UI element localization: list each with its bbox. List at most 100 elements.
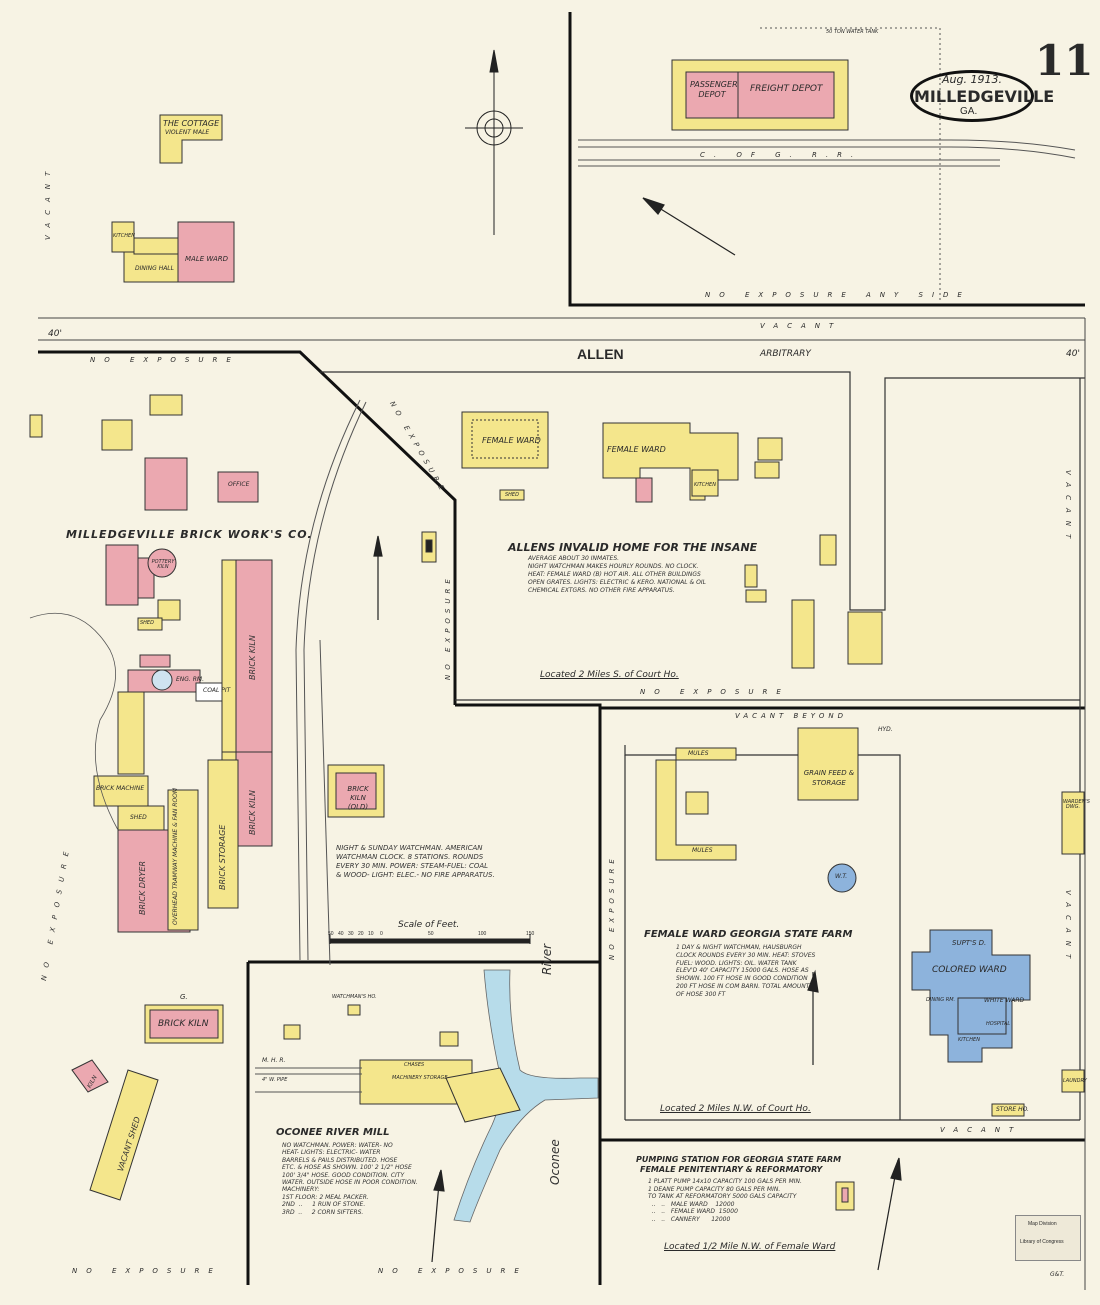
- bldg-brick-kiln-old: BRICK KILN (OLD): [347, 785, 369, 811]
- brickworks-watchman-notes: NIGHT & SUNDAY WATCHMAN. AMERICAN WATCHM…: [336, 844, 495, 879]
- label-no-exposure-bottom-2: NO EXPOSURE: [378, 1267, 528, 1275]
- brick-kilns-long: [117, 559, 273, 933]
- scale-tick-6: 50: [428, 931, 434, 937]
- scale-tick-2: 30: [348, 931, 354, 937]
- bldg-cottage-sub: VIOLENT MALE: [165, 129, 210, 136]
- bldg-brick-kiln-1: BRICK KILN: [248, 635, 257, 680]
- scale-label: Scale of Feet.: [398, 920, 460, 930]
- scale-tick-7: 100: [478, 931, 487, 937]
- bldg-female-ward-b: FEMALE WARD: [482, 436, 541, 445]
- label-no-exposure-allens: NO EXPOSURE: [640, 688, 790, 696]
- bldg-coal-pit: COAL PIT: [203, 687, 231, 694]
- label-vacant-beyond: VACANT BEYOND: [735, 712, 848, 720]
- bldg-dining-hall: DINING HALL: [135, 265, 174, 272]
- bldg-colored-ward: COLORED WARD: [932, 965, 1007, 975]
- bldg-dining-rm: DINING RM.: [926, 997, 956, 1003]
- allens-home-name: ALLENS INVALID HOME FOR THE INSANE: [508, 541, 758, 554]
- bldg-kitchen-allens: KITCHEN: [694, 482, 716, 488]
- kiln-and-shed-lower: [71, 1059, 159, 1201]
- bldg-mules-1: MULES: [688, 750, 709, 757]
- label-no-exposure-allens-left: NO EXPOSURE: [444, 574, 452, 680]
- street-width-right: 40': [1066, 349, 1080, 359]
- label-vacant-right-vertical: VACANT: [1064, 470, 1072, 547]
- old-kiln: [327, 764, 385, 818]
- label-vacant-top: VACANT: [760, 322, 843, 330]
- bldg-freight-depot: FREIGHT DEPOT: [750, 84, 823, 94]
- scale-tick-0: 50: [328, 931, 334, 937]
- brickworks-small-buildings: [29, 394, 259, 833]
- spur-track: [295, 399, 367, 966]
- label-no-exposure-any-side: NO EXPOSURE ANY SIDE: [705, 291, 971, 299]
- street-arbitrary: ARBITRARY: [760, 349, 811, 359]
- label-vacant-right-vertical-2: VACANT: [1064, 890, 1072, 967]
- river-label-oconee: Oconee: [548, 1139, 562, 1185]
- female-farm-buildings: [655, 727, 1085, 1117]
- depot-building: [671, 59, 849, 131]
- bldg-shed-bw: SHED: [140, 620, 154, 626]
- bldg-kitchen-farm: KITCHEN: [958, 1037, 980, 1043]
- female-farm-notes: 1 DAY & NIGHT WATCHMAN, HAUSBURGH CLOCK …: [676, 944, 816, 998]
- bldg-cottage: THE COTTAGE: [163, 119, 220, 128]
- tank-label: 50 TON WATER TANK: [826, 29, 879, 35]
- engine-room-boiler: [151, 669, 173, 691]
- bldg-passenger-depot: PASSENGER DEPOT: [690, 80, 738, 99]
- scale-tick-4: 10: [368, 931, 374, 937]
- bldg-white-ward: WHITE WARD: [984, 997, 1025, 1004]
- bldg-female-ward-c: FEMALE WARD: [607, 445, 666, 454]
- oconee-mill-name: OCONEE RIVER MILL: [276, 1127, 390, 1138]
- pottery-kiln-circle: [147, 548, 177, 578]
- bldg-shed-2: SHED: [130, 814, 147, 821]
- scale-tick-3: 20: [358, 931, 364, 937]
- water-tank: [827, 863, 857, 893]
- bldg-watchmans-ho: WATCHMAN'S HO.: [332, 994, 377, 1000]
- railroad-label: C. OF G. R.R.: [700, 151, 863, 159]
- bldg-brick-storage: BRICK STORAGE: [218, 824, 227, 890]
- label-vacant-bottom-right: VACANT: [940, 1126, 1023, 1134]
- female-farm-name: FEMALE WARD GEORGIA STATE FARM: [644, 929, 853, 940]
- bldg-brick-machine: BRICK MACHINE: [96, 785, 145, 792]
- bldg-mill-storage: MACHINERY STORAGE: [392, 1075, 448, 1081]
- allens-home-buildings: [421, 411, 883, 669]
- brickworks-name: MILLEDGEVILLE BRICK WORK'S CO.: [66, 528, 313, 541]
- block-boundaries: [38, 12, 1085, 1285]
- bldg-store-ho: STORE HO.: [996, 1106, 1029, 1113]
- scale-tick-8: 150: [526, 931, 535, 937]
- stamp-line-2: Library of Congress: [1020, 1239, 1064, 1245]
- bldg-laundry: LAUNDRY: [1063, 1078, 1087, 1084]
- kiln-g: [144, 1004, 224, 1044]
- colored-ward-building: [911, 929, 1031, 1063]
- compass-rose: [465, 49, 523, 235]
- sheet-number: 11: [1035, 36, 1094, 85]
- bldg-brick-kiln-2: BRICK KILN: [248, 790, 257, 835]
- scale-tick-5: 0: [380, 931, 383, 937]
- street-width-left: 40': [48, 329, 62, 339]
- street-allen: ALLEN: [577, 346, 624, 362]
- north-arrows: [373, 197, 902, 1271]
- bldg-pottery-kiln: POTTERY KILN: [151, 559, 175, 570]
- pumping-subname: FEMALE PENITENTIARY & REFORMATORY: [640, 1165, 823, 1174]
- bldg-machine-room: OVERHEAD TRAMWAY MACHINE & FAN ROOM: [172, 787, 179, 925]
- bldg-wardens: WARDEN'S DWG.: [1063, 799, 1090, 810]
- pumping-name: PUMPING STATION FOR GEORGIA STATE FARM: [636, 1155, 842, 1164]
- pumping-notes: 1 PLATT PUMP 14x10 CAPACITY 100 GALS PER…: [648, 1178, 802, 1223]
- mill-tracks: [255, 1067, 362, 1093]
- stamp-line-1: Map Division: [1028, 1221, 1057, 1227]
- bldg-hospital: HOSPITAL: [986, 1021, 1011, 1027]
- bldg-shed-allens: SHED: [505, 492, 519, 498]
- oconee-mill-notes: NO WATCHMAN. POWER: WATER- NO HEAT- LIGH…: [282, 1142, 418, 1216]
- streets: [38, 317, 1086, 1290]
- label-no-exposure-farm-left: NO EXPOSURE: [608, 854, 616, 960]
- scale-tick-1: 40: [338, 931, 344, 937]
- title-oval: [910, 70, 1034, 122]
- bldg-brick-dryer: BRICK DRYER: [138, 861, 147, 915]
- railroad-tracks: [578, 27, 1076, 300]
- sheet-date: Aug. 1913.: [942, 73, 1002, 86]
- label-pipe: 4" W. PIPE: [262, 1077, 288, 1083]
- river-label-river: River: [540, 943, 554, 975]
- bldg-supts: SUPT'S D.: [952, 939, 987, 947]
- bldg-office: OFFICE: [228, 481, 250, 488]
- bldg-wt: W.T.: [835, 873, 848, 880]
- bldg-chases: CHASES: [404, 1062, 425, 1068]
- creek: [29, 612, 119, 831]
